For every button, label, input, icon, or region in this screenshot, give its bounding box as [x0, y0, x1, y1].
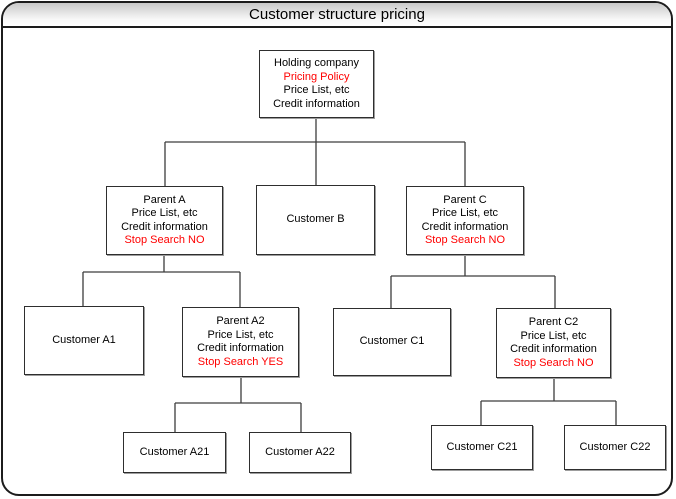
node-text-line: Parent A2: [216, 315, 265, 327]
node-text-line-highlight: Stop Search YES: [197, 355, 284, 368]
node-text-line: Holding company: [274, 57, 359, 69]
node-text-line: Customer C1: [359, 335, 425, 348]
node-customer-a21: Customer A21: [123, 432, 226, 473]
node-text-line: Customer A21: [139, 445, 210, 458]
node-customer-a22: Customer A22: [249, 432, 351, 473]
node-text-line: Credit information: [510, 343, 597, 355]
node-text-line: Parent C: [443, 193, 487, 206]
node-parent-a: Parent A Price List, etc Credit informat…: [106, 186, 223, 255]
connector-lines: [82, 118, 617, 432]
node-parent-a2: Parent A2 Price List, etc Credit informa…: [182, 307, 299, 377]
node-text-line-highlight: Stop Search NO: [424, 234, 506, 246]
node-text-line: Customer A22: [265, 445, 335, 458]
node-text-line: Price List, etc: [207, 328, 274, 341]
node-text-line-highlight: Stop Search NO: [513, 356, 594, 369]
node-customer-c21: Customer C21: [431, 425, 533, 470]
node-text-line-highlight: Pricing Policy: [283, 70, 350, 83]
node-customer-c22: Customer C22: [564, 425, 666, 470]
node-text-line: Customer A1: [52, 333, 116, 346]
node-text-line: Credit information: [197, 342, 284, 354]
node-customer-c1: Customer C1: [333, 308, 451, 376]
node-text-line: Price List, etc: [131, 207, 198, 219]
node-text-line: Credit information: [421, 220, 509, 233]
node-text-line: Customer B: [286, 213, 345, 226]
node-text-line: Customer C21: [446, 440, 518, 453]
title-bar: Customer structure pricing: [3, 3, 671, 28]
node-text-line: Price List, etc: [431, 207, 499, 219]
node-parent-c: Parent C Price List, etc Credit informat…: [406, 186, 524, 255]
node-text-line: Customer C22: [579, 440, 651, 453]
node-text-line: Price List, etc: [283, 84, 350, 96]
node-text-line: Credit information: [121, 220, 208, 233]
node-customer-a1: Customer A1: [24, 306, 144, 375]
node-text-line: Price List, etc: [520, 329, 587, 342]
node-holding-company: Holding company Pricing Policy Price Lis…: [259, 50, 374, 118]
node-text-line: Parent A: [143, 193, 186, 206]
node-text-line: Parent C2: [528, 316, 579, 328]
node-text-line: Credit information: [273, 97, 360, 110]
page-title: Customer structure pricing: [249, 6, 425, 23]
node-customer-b: Customer B: [256, 185, 375, 255]
node-text-line-highlight: Stop Search NO: [124, 234, 205, 246]
node-parent-c2: Parent C2 Price List, etc Credit informa…: [496, 308, 611, 378]
